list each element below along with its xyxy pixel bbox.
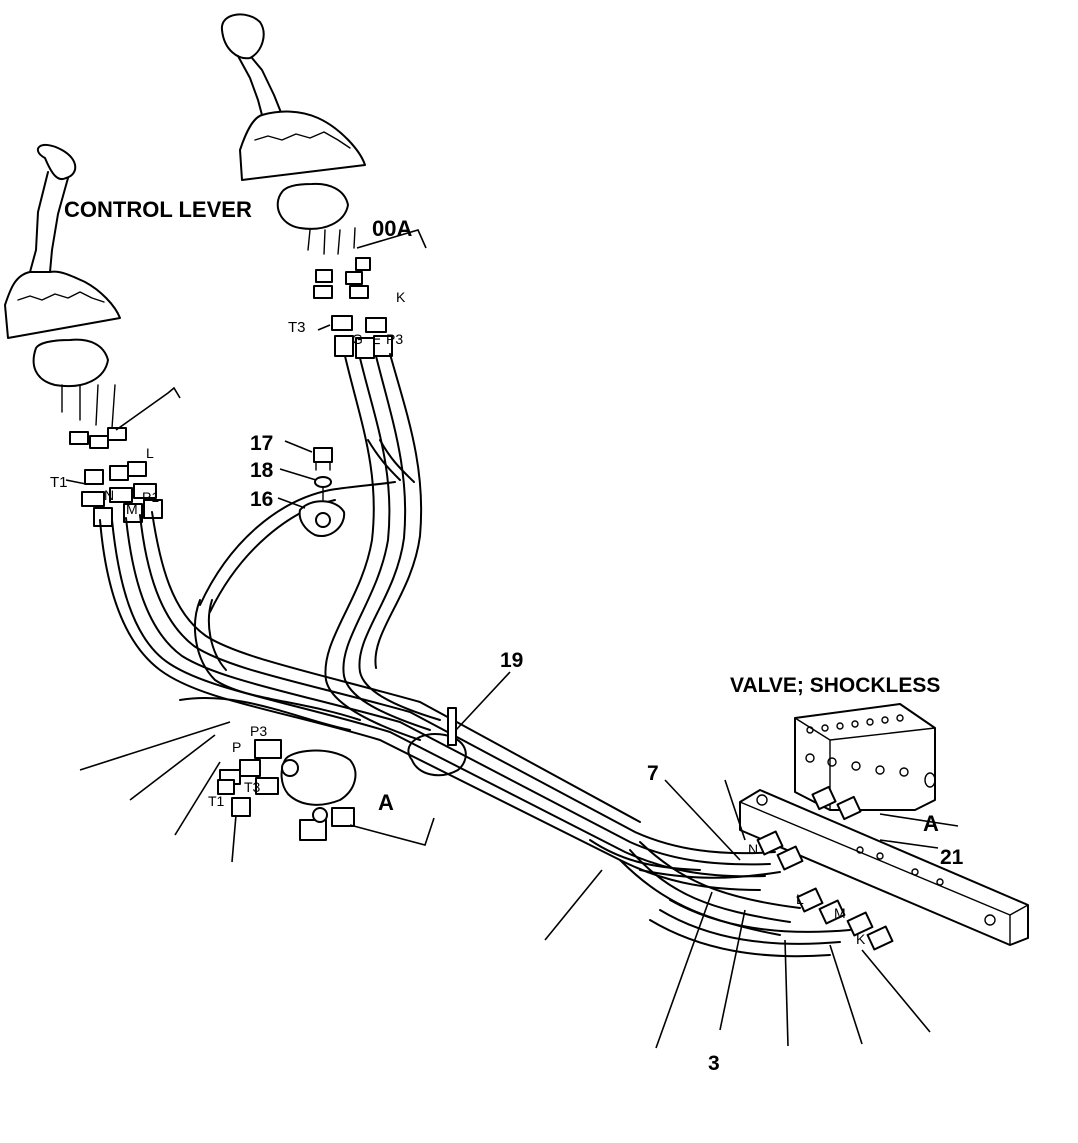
right-lever-knob	[220, 13, 265, 60]
port-left-M: M	[126, 501, 138, 517]
assembly-ref-label: 00A	[372, 216, 412, 241]
port-block-T3: T3	[244, 779, 261, 795]
port-left-P1: P1	[142, 489, 159, 505]
right-lever-boot	[239, 110, 366, 181]
callout-16: 16	[250, 488, 273, 511]
valve-fittings	[756, 785, 894, 951]
callout-19: 19	[500, 649, 523, 672]
callout-3: 3	[708, 1052, 720, 1075]
detail-a-label-left: A	[378, 790, 394, 815]
port-right-T3: T3	[288, 319, 306, 336]
detail-a-bracket-right	[879, 813, 959, 827]
right-lever-boot-ridges	[254, 131, 351, 149]
left-lever-spools	[61, 384, 163, 527]
port-valve-M: M	[834, 905, 846, 921]
port-valve-N: N	[748, 841, 758, 857]
mounting-bracket-21	[739, 789, 1029, 946]
right-control-lever	[220, 13, 366, 230]
callout-18: 18	[250, 459, 274, 482]
right-lever-shaft	[237, 55, 283, 116]
port-right-P3: P3	[386, 331, 403, 347]
left-control-lever	[4, 144, 121, 388]
port-block-P3: P3	[250, 723, 267, 739]
washer-18	[314, 476, 332, 488]
clamp-16	[298, 500, 346, 538]
callout-21: 21	[940, 846, 964, 869]
port-right-K: K	[396, 289, 406, 305]
port-left-L: L	[146, 445, 154, 461]
left-lever-knob	[36, 144, 77, 180]
port-right-G: G	[352, 331, 363, 347]
right-lever-base	[276, 182, 349, 230]
left-port-block	[217, 739, 357, 841]
port-left-T1: T1	[50, 474, 68, 491]
leader-lines	[65, 229, 939, 1049]
callout-17: 17	[250, 432, 273, 455]
port-valve-K: K	[856, 931, 866, 947]
detail-a-bracket-left	[349, 817, 435, 846]
detail-a-label-right: A	[923, 811, 939, 836]
port-left-N: N	[104, 487, 114, 503]
main-hose-bundle	[99, 353, 851, 958]
port-block-P: P	[232, 739, 241, 755]
bolt-17	[313, 447, 333, 471]
left-lever-base	[32, 338, 109, 388]
callout-7: 7	[647, 762, 659, 785]
left-lever-shaft	[29, 171, 69, 273]
left-lever-boot-ridges	[17, 291, 105, 303]
valve-shockless-label: VALVE; SHOCKLESS	[730, 674, 940, 697]
band-19	[407, 707, 467, 777]
port-valve-L: L	[796, 891, 804, 907]
left-lever-boot	[4, 270, 121, 339]
port-right-F: F	[372, 335, 381, 351]
control-lever-label: CONTROL LEVER	[64, 197, 252, 222]
port-block-T1: T1	[208, 793, 225, 809]
